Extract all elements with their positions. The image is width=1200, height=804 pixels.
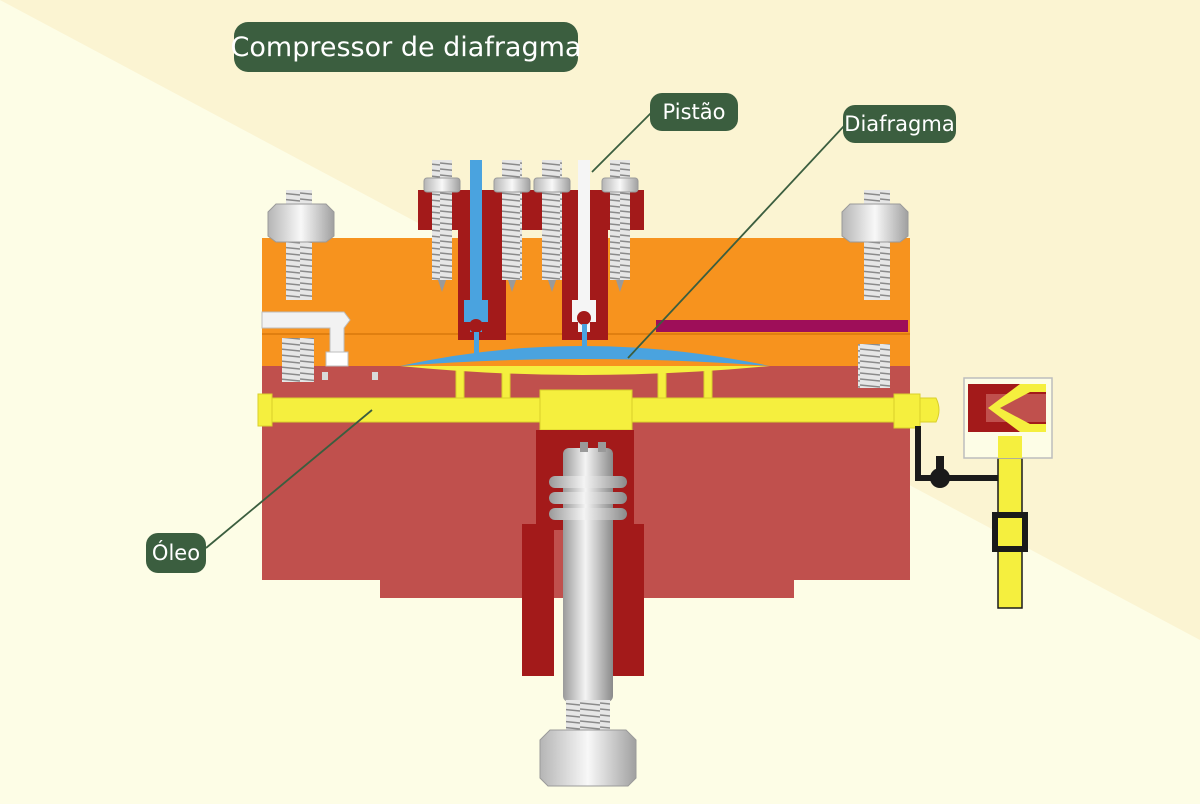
valve-icon bbox=[930, 456, 950, 488]
bolt-icon bbox=[493, 160, 531, 292]
label-diaphragm: Diafragma bbox=[843, 105, 956, 143]
leader-lines bbox=[205, 111, 845, 549]
diaphragm-cavity bbox=[400, 346, 770, 375]
discharge-channel bbox=[656, 320, 908, 332]
bolt-icon bbox=[423, 160, 461, 292]
bolt-icon bbox=[841, 190, 909, 388]
pipe-icon bbox=[992, 457, 1028, 609]
external-oil-line bbox=[915, 377, 1053, 609]
bolt-icon bbox=[533, 160, 571, 292]
discharge-valve-stem bbox=[578, 160, 590, 332]
label-oil: Óleo bbox=[146, 533, 206, 573]
piston-assembly bbox=[522, 430, 644, 787]
inlet-channel bbox=[261, 311, 378, 380]
diagram-title: Compressor de diafragma bbox=[231, 22, 581, 72]
head-bolts bbox=[267, 190, 909, 388]
valve-block bbox=[418, 160, 644, 356]
label-piston: Pistão bbox=[650, 93, 738, 131]
valve-bolts bbox=[423, 160, 639, 292]
check-valve-icon bbox=[963, 377, 1053, 459]
suction-valve-stem bbox=[470, 160, 482, 332]
oil-channel bbox=[257, 367, 940, 431]
bolt-icon bbox=[601, 160, 639, 292]
bolt-icon bbox=[267, 190, 335, 382]
